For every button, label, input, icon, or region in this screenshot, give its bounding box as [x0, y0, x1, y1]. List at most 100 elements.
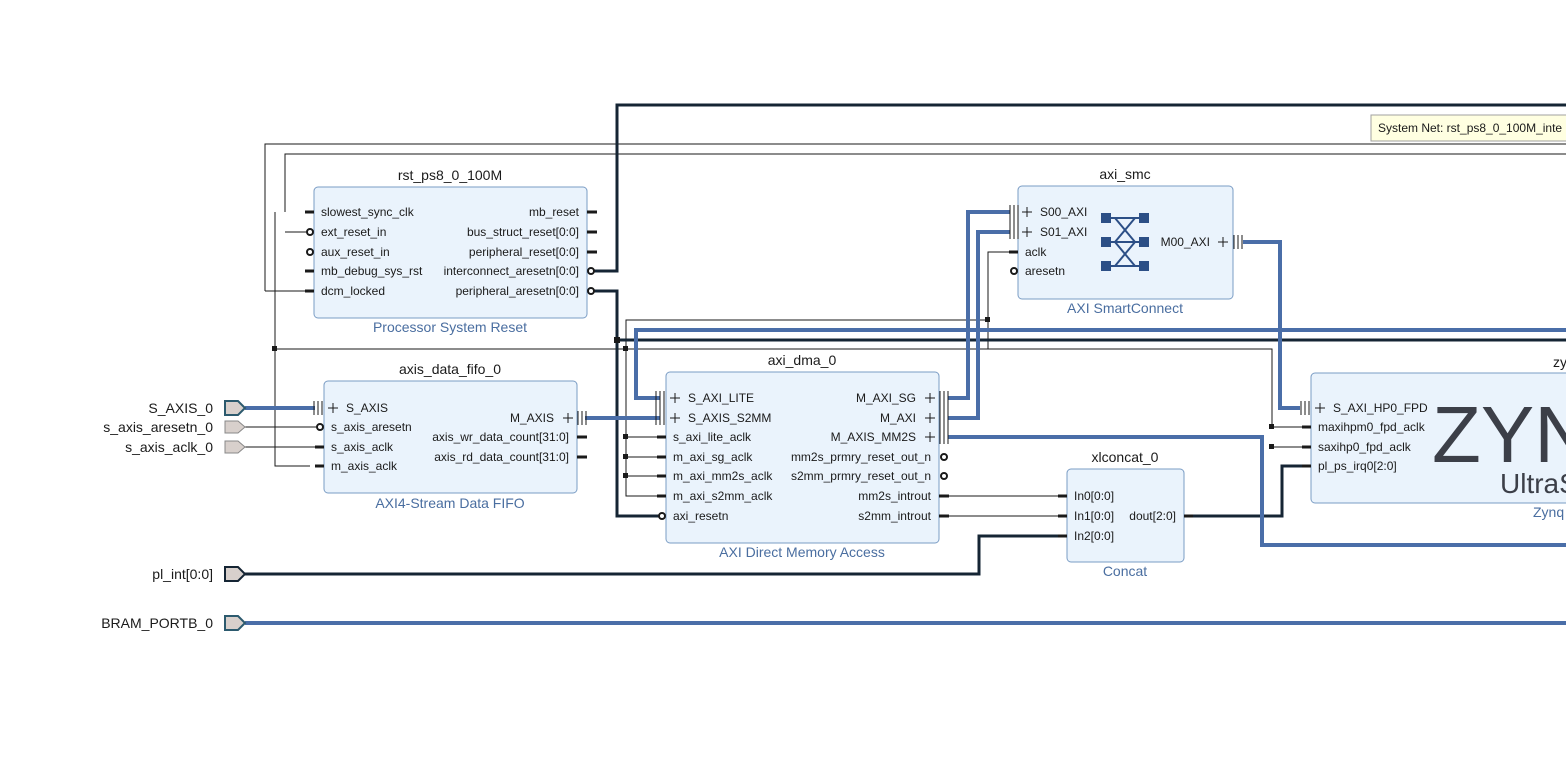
expand-plus-icon[interactable] [328, 403, 338, 413]
port-s-axis-0[interactable]: S_AXIS_0 [148, 400, 247, 416]
pin-aresetn[interactable]: aresetn [1025, 264, 1065, 278]
pin-aux-reset-in[interactable]: aux_reset_in [321, 245, 390, 259]
pin-s2mm-prmry-reset-out-n[interactable]: s2mm_prmry_reset_out_n [791, 469, 931, 483]
pin-s-axi-lite-aclk[interactable]: s_axi_lite_aclk [673, 430, 752, 444]
pin-m-axi-s2mm-aclk[interactable]: m_axi_s2mm_aclk [673, 489, 773, 503]
block-axi-dma[interactable]: axi_dma_0 AXI Direct Memory Access S_AXI… [655, 352, 949, 560]
pin-invert-icon [306, 248, 314, 256]
pin-s-axis-aresetn[interactable]: s_axis_aresetn [331, 420, 412, 434]
pin-bus-struct-reset[interactable]: bus_struct_reset[0:0] [467, 225, 579, 239]
block-rst-ps8[interactable]: rst_ps8_0_100M Processor System Reset sl… [305, 167, 597, 335]
pin-m-axis-mm2s[interactable]: M_AXIS_MM2S [831, 430, 916, 444]
pin-peripheral-aresetn[interactable]: peripheral_aresetn[0:0] [456, 284, 579, 298]
pin-peripheral-reset[interactable]: peripheral_reset[0:0] [469, 245, 579, 259]
pin-m-axi-mm2s-aclk[interactable]: m_axi_mm2s_aclk [673, 469, 773, 483]
pin-invert-icon [940, 453, 948, 461]
pin-pl-ps-irq0[interactable]: pl_ps_irq0[2:0] [1318, 459, 1397, 473]
pin-s01-axi[interactable]: S01_AXI [1040, 225, 1087, 239]
net-junction [623, 346, 628, 351]
pin-s-axis-s2mm[interactable]: S_AXIS_S2MM [688, 411, 771, 425]
expand-plus-icon[interactable] [670, 393, 680, 423]
pin-m-axi-sg-aclk[interactable]: m_axi_sg_aclk [673, 450, 753, 464]
pin-invert-icon [940, 472, 948, 480]
pin-s-axis[interactable]: S_AXIS [346, 401, 388, 415]
block-zynq-ultrascale[interactable]: zy Zynq S_AXI_HP0_FPD maxihpm0_fpd_aclk … [1300, 354, 1566, 520]
port-s-axis-aclk-0[interactable]: s_axis_aclk_0 [125, 439, 246, 455]
pin-in1[interactable]: In1[0:0] [1074, 509, 1114, 523]
pin-s2mm-introut[interactable]: s2mm_introut [858, 509, 931, 523]
bus-m-axis-mm2s[interactable] [948, 435, 1566, 547]
pin-mm2s-introut[interactable]: mm2s_introut [858, 489, 931, 503]
bus-s-axi-lite[interactable] [634, 328, 1566, 400]
net-peripheral-aresetn[interactable] [594, 289, 660, 518]
pin-invert-icon [658, 512, 666, 520]
port-arrow-icon [224, 566, 247, 582]
port-bram-portb-0[interactable]: BRAM_PORTB_0 [101, 615, 247, 631]
instance-name: zy [1553, 354, 1566, 370]
pin-invert-icon [1010, 267, 1018, 275]
net-clk-bus[interactable] [275, 319, 989, 497]
net-smc-aclk[interactable] [987, 251, 1012, 320]
nets [245, 103, 1566, 625]
pin-mm2s-prmry-reset-out-n[interactable]: mm2s_prmry_reset_out_n [791, 450, 931, 464]
block-subtitle: AXI Direct Memory Access [719, 544, 885, 560]
expand-plus-icon[interactable] [925, 393, 935, 442]
bus-m00-axi[interactable] [1243, 240, 1300, 410]
pin-invert-icon [306, 228, 314, 236]
pin-m-axis[interactable]: M_AXIS [510, 411, 554, 425]
net-clock-loop[interactable] [264, 143, 1566, 291]
pin-aclk[interactable]: aclk [1025, 245, 1047, 259]
block-subtitle: AXI SmartConnect [1067, 300, 1183, 316]
expand-plus-icon[interactable] [1218, 237, 1228, 247]
pin-axis-wr-data-count[interactable]: axis_wr_data_count[31:0] [432, 430, 569, 444]
net-clk-dma-pins[interactable] [626, 436, 660, 477]
expand-plus-icon[interactable] [1022, 207, 1032, 237]
pin-mb-reset[interactable]: mb_reset [529, 205, 580, 219]
net-junction [272, 346, 277, 351]
bus-m-axi[interactable] [948, 230, 1010, 420]
bus-m-axi-sg[interactable] [948, 210, 1010, 400]
expand-plus-icon[interactable] [1315, 403, 1325, 413]
pin-s-axi-lite[interactable]: S_AXI_LITE [688, 391, 754, 405]
pin-invert-icon [587, 287, 595, 295]
pin-s00-axi[interactable]: S00_AXI [1040, 205, 1087, 219]
tooltip: System Net: rst_ps8_0_100M_inte [1370, 114, 1566, 142]
port-pl-int[interactable]: pl_int[0:0] [152, 566, 247, 582]
block-subtitle: Concat [1103, 563, 1147, 579]
pin-ext-reset-in[interactable]: ext_reset_in [321, 225, 386, 239]
block-xlconcat[interactable]: xlconcat_0 Concat In0[0:0] In1[0:0] In2[… [1058, 449, 1193, 579]
instance-name: axi_smc [1099, 166, 1150, 182]
pin-axi-resetn[interactable]: axi_resetn [673, 509, 728, 523]
net-clock-loop-2[interactable] [284, 153, 1566, 212]
expand-plus-icon[interactable] [563, 413, 573, 423]
net-junction [1269, 444, 1274, 449]
crossbar-icon [1101, 213, 1149, 271]
net-interconnect-aresetn[interactable] [594, 103, 1566, 273]
pin-dcm-locked[interactable]: dcm_locked [321, 284, 385, 298]
bus-interface-icon [577, 411, 587, 425]
pin-dout[interactable]: dout[2:0] [1129, 509, 1176, 523]
net-pl-int[interactable] [245, 534, 1062, 576]
pin-axis-rd-data-count[interactable]: axis_rd_data_count[31:0] [434, 450, 569, 464]
pin-interconnect-aresetn[interactable]: interconnect_aresetn[0:0] [444, 264, 579, 278]
pin-s-axi-hp0-fpd[interactable]: S_AXI_HP0_FPD [1333, 401, 1428, 415]
pin-m-axis-aclk[interactable]: m_axis_aclk [331, 459, 398, 473]
pin-s-axis-aclk[interactable]: s_axis_aclk [331, 440, 394, 454]
bus-interface-icon [313, 401, 323, 415]
external-ports: S_AXIS_0 s_axis_aresetn_0 s_axis_aclk_0 … [101, 400, 247, 631]
pin-saxihp0-fpd-aclk[interactable]: saxihp0_fpd_aclk [1318, 440, 1412, 454]
pin-in2[interactable]: In2[0:0] [1074, 529, 1114, 543]
pin-slowest-sync-clk[interactable]: slowest_sync_clk [321, 205, 415, 219]
port-s-axis-aresetn-0[interactable]: s_axis_aresetn_0 [103, 419, 246, 435]
pin-maxihpm0-fpd-aclk[interactable]: maxihpm0_fpd_aclk [1318, 420, 1426, 434]
net-dout[interactable] [1188, 464, 1305, 518]
block-axis-data-fifo[interactable]: axis_data_fifo_0 AXI4-Stream Data FIFO S… [313, 361, 587, 511]
pin-in0[interactable]: In0[0:0] [1074, 489, 1114, 503]
pin-m00-axi[interactable]: M00_AXI [1161, 235, 1210, 249]
net-clk-left[interactable] [274, 212, 310, 467]
pin-mb-debug-sys-rst[interactable]: mb_debug_sys_rst [321, 264, 423, 278]
pin-m-axi-sg[interactable]: M_AXI_SG [856, 391, 916, 405]
pin-m-axi[interactable]: M_AXI [880, 411, 916, 425]
block-axi-smartconnect[interactable]: axi_smc AXI SmartConnect S00_AXI S01_AXI… [1009, 166, 1243, 316]
